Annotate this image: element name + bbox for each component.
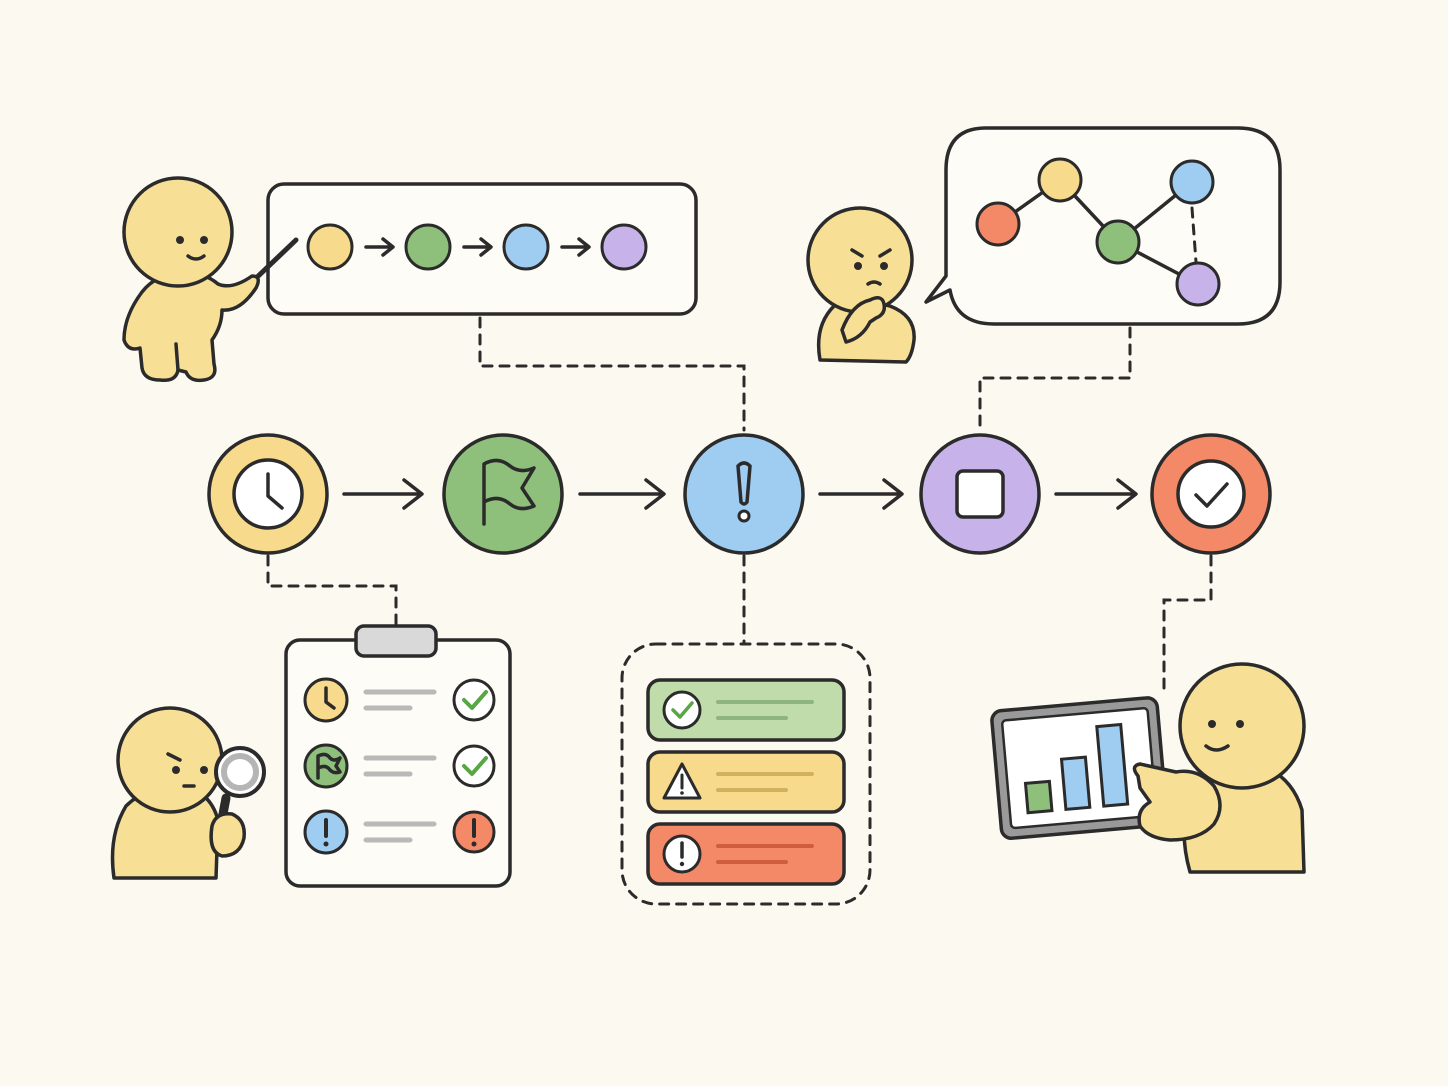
step-3-alert (683, 433, 805, 555)
sequence-arrow-2 (462, 237, 493, 257)
pointer-stick (249, 237, 299, 285)
network-node-blue (1169, 159, 1215, 205)
clock-icon (266, 472, 284, 510)
dashed-connectors (266, 316, 1213, 692)
network-dashed-edge (1190, 206, 1198, 264)
checklist-row-1 (303, 677, 496, 723)
flow-arrows (342, 478, 1138, 510)
network-node-purple (1175, 261, 1221, 307)
clipboard-clip (354, 624, 438, 658)
alert-card-warning (646, 750, 846, 814)
clock-icon (324, 686, 336, 710)
sequence-panel (266, 182, 698, 316)
checklist-row-2 (303, 743, 496, 789)
step-1-clock (207, 433, 329, 555)
process-flow (207, 433, 1272, 555)
check-icon (462, 756, 488, 776)
flow-arrow-3 (818, 478, 904, 510)
presenter-character (122, 176, 299, 383)
tablet-user-character (1178, 662, 1306, 874)
sequence-node-4 (600, 223, 648, 271)
flag-icon (316, 752, 342, 780)
alert-card-stack (620, 642, 872, 906)
step-4-stop (919, 433, 1041, 555)
network-speech-bubble (924, 126, 1282, 326)
tablet-bar-3 (1095, 722, 1130, 808)
flow-arrow-4 (1054, 478, 1138, 510)
connector-step5-to-tablet (1162, 554, 1213, 692)
connector-network-to-step4 (978, 326, 1132, 432)
check-icon (462, 690, 488, 710)
checklist-row-3 (303, 809, 496, 855)
step-5-done (1150, 433, 1272, 555)
checkmark-icon (1194, 482, 1229, 508)
sequence-arrow-3 (560, 237, 591, 257)
sequence-node-2 (404, 223, 452, 271)
alert-card-error (646, 822, 846, 886)
checklist-clipboard (284, 624, 512, 888)
network-node-green (1095, 219, 1141, 265)
tablet-device (990, 696, 1169, 840)
flow-arrow-1 (342, 478, 424, 510)
exclamation-icon (736, 461, 752, 506)
tablet-bar-chart (1023, 722, 1130, 815)
alert-card-success (646, 678, 846, 742)
thinking-character (806, 206, 916, 364)
network-node-red (975, 201, 1021, 247)
sequence-node-1 (306, 223, 354, 271)
tablet-bar-2 (1059, 755, 1092, 812)
connector-sequence-to-step3 (478, 316, 746, 432)
pointing-hand (1132, 762, 1222, 842)
square-stop-icon (955, 469, 1005, 519)
flag-icon (482, 458, 536, 526)
tablet-bar-1 (1023, 779, 1054, 815)
sequence-node-3 (502, 223, 550, 271)
network-node-yellow (1037, 157, 1083, 203)
flow-arrow-2 (578, 478, 666, 510)
sequence-arrow-1 (364, 237, 395, 257)
inspector-character (110, 706, 266, 880)
step-2-flag (442, 433, 564, 555)
check-icon (671, 701, 694, 719)
connector-step1-to-checklist (266, 554, 398, 626)
